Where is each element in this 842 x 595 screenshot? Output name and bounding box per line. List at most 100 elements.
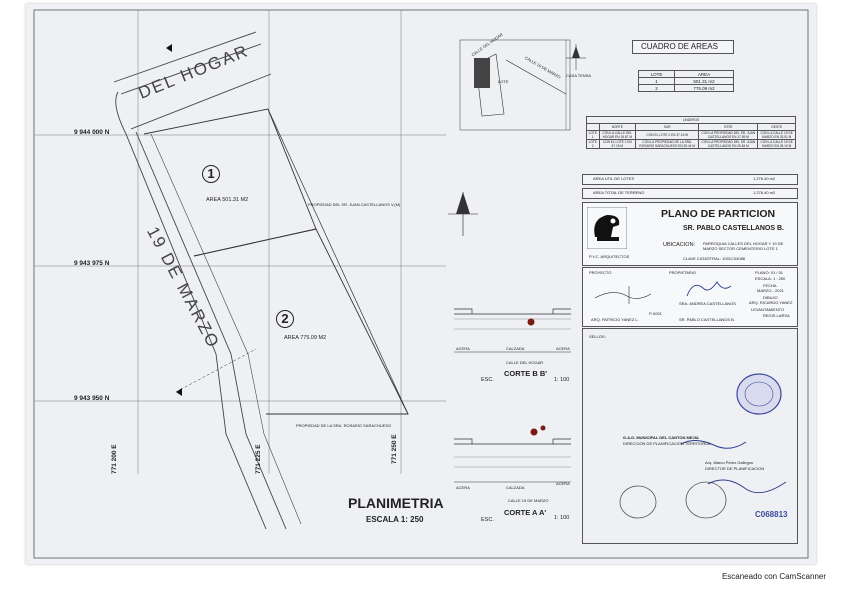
linderos-title-row: LINDEROS bbox=[586, 116, 796, 124]
table-row: 2 775.09 m2 bbox=[638, 84, 735, 92]
section-a-calzada: CALZADA bbox=[506, 485, 525, 490]
area-total-box: AREA TOTAL DE TERRENO 1.276.40 m2 bbox=[582, 188, 798, 199]
fecha-label: FECHA bbox=[763, 283, 777, 288]
linderos-header: ESTE bbox=[698, 123, 759, 131]
firm-owner-2: SR. PABLO CASTELLANOS B. bbox=[679, 317, 735, 322]
owner-signature bbox=[686, 281, 732, 297]
area-total-label: AREA TOTAL DE TERRENO bbox=[593, 190, 645, 195]
section-b-title: CORTE B B' bbox=[504, 369, 548, 378]
areas-header-area: AREA bbox=[673, 70, 735, 78]
fecha-value: MARZO - 2021 bbox=[757, 288, 784, 293]
section-a-street: CALLE 19 DE MARZO bbox=[508, 498, 549, 503]
coord-north-3: 9 943 950 N bbox=[74, 395, 110, 402]
logo-caption: P.Y.C. ARQUITECTOS bbox=[589, 254, 630, 259]
linderos-table: LINDEROS NORTE SUR ESTE OESTE LOTE 1 CON… bbox=[586, 116, 796, 149]
linderos-cell: CON LA CALLE 19 DE MARZO EN 33.51 M bbox=[757, 130, 796, 140]
coord-north-2: 9 943 975 N bbox=[74, 260, 110, 267]
lot-1-number: 1 bbox=[202, 165, 220, 183]
section-b-street: CALLE DEL HOGAR bbox=[506, 360, 544, 365]
proyecto-label: PROYECTO bbox=[589, 270, 612, 275]
dibujo-value: ARQ. RICARDO YANEZ bbox=[749, 300, 793, 305]
planimetria-drawing bbox=[33, 9, 809, 559]
linderos-header: NORTE bbox=[598, 123, 637, 131]
approval-entity: G.A.D. MUNICIPAL DEL CANTON MEJIA bbox=[623, 435, 699, 440]
section-a-title: CORTE A A' bbox=[504, 508, 547, 517]
linderos-cell: LOTE 1 bbox=[586, 130, 600, 140]
plan-owner: SR. PABLO CASTELLANOS B. bbox=[683, 225, 784, 232]
area-util-value: 1.276.40 m2 bbox=[753, 176, 776, 181]
areas-table-title-box: CUADRO DE AREAS bbox=[632, 40, 734, 54]
linderos-title: LINDEROS bbox=[586, 116, 796, 124]
neighbor-south: PROPIEDAD DE LA SRA. ROSARIO SARACHUESO bbox=[296, 423, 392, 428]
areas-header-row: LOTE AREA bbox=[638, 70, 735, 78]
levantamiento-value: REGIS LARSA bbox=[763, 313, 790, 318]
section-a-acera-left: ACERA bbox=[456, 485, 470, 490]
ubicacion-value: PARROQUIA CALLES DEL HOGAR Y 19 DE MARZO… bbox=[703, 241, 784, 251]
areas-cell: 1 bbox=[638, 77, 675, 85]
title-block: P.Y.C. ARQUITECTOS PLANO DE PARTICION SR… bbox=[582, 202, 798, 266]
section-b-acera-right: ACERA bbox=[556, 346, 570, 351]
lot-1-area: AREA 501.31 M2 bbox=[206, 197, 249, 203]
linderos-cell: CON EL LOTE 2 EN 37.15 M bbox=[635, 130, 700, 140]
ubicacion-label: UBICACION: bbox=[663, 242, 696, 248]
proyecto-signature bbox=[594, 286, 652, 304]
linderos-header: SUR bbox=[635, 123, 700, 131]
linderos-header-row: NORTE SUR ESTE OESTE bbox=[586, 123, 796, 131]
linderos-cell: CON LA PROPIEDAD DEL SR. JUAN CASTELLANO… bbox=[698, 130, 759, 140]
linderos-header bbox=[586, 123, 600, 131]
area-total-value: 1.276.40 m2 bbox=[753, 190, 776, 195]
areas-cell: 501.31 m2 bbox=[673, 77, 735, 85]
lot-2-area: AREA 775.09 M2 bbox=[284, 335, 327, 341]
lot-2-number: 2 bbox=[276, 310, 294, 328]
architect-logo bbox=[587, 207, 627, 249]
planimetria-title: PLANIMETRIA bbox=[348, 495, 444, 511]
coord-east-3: 771 250 E bbox=[391, 434, 398, 464]
section-b-scale: 1: 100 bbox=[554, 377, 570, 383]
linderos-cell: CON LA CALLE DEL HOGAR EN 18.87 M bbox=[598, 130, 637, 140]
table-row: LOTE 1 CON LA CALLE DEL HOGAR EN 18.87 M… bbox=[586, 130, 796, 140]
coord-east-2: 771 225 E bbox=[255, 444, 262, 474]
approval-serial: C068813 bbox=[755, 510, 788, 519]
linderos-cell: CON LA CALLE 19 DE MARZO EN 28.15 M bbox=[757, 139, 796, 149]
area-util-box: AREA UTIL DE LOTES 1.276.40 m2 bbox=[582, 174, 798, 185]
approval-dept: DIRECCION DE PLANIFICACION TERRITORIAL bbox=[623, 441, 712, 446]
scanner-footer: Escaneado con CamScanner bbox=[721, 572, 826, 581]
approvals-block: SELLOS: G.A.D. MUNICIPAL DEL CANTON MEJI… bbox=[582, 328, 798, 544]
section-a-esc: ESC. bbox=[481, 517, 494, 523]
areas-header-lote: LOTE bbox=[638, 70, 675, 78]
linderos-cell: CON EL LOTE 1 EN 37.15 M bbox=[598, 139, 637, 149]
propietario-label: PROPIETARIO bbox=[669, 270, 697, 275]
linderos-cell: CON LA PROPIEDAD DEL SR. JUAN CASTELLANO… bbox=[698, 139, 759, 149]
clave-catastral: CLAVE CATASTRAL: 1001C04088 bbox=[683, 256, 746, 261]
section-a-scale: 1: 100 bbox=[554, 515, 570, 521]
approver-role: DIRECTOR DE PLANIFICACION bbox=[705, 466, 765, 471]
section-b-calzada: CALZADA bbox=[506, 346, 525, 351]
plan-title: PLANO DE PARTICION bbox=[661, 208, 776, 220]
sketch-casa: CASA TENSA bbox=[566, 73, 592, 78]
arch-name: ARQ. PATRICIO YANEZ L. bbox=[591, 317, 639, 322]
scanned-plan-sheet: DEL HOGAR 19 DE MARZO 1 AREA 501.31 M2 2… bbox=[26, 4, 816, 564]
escala-label: ESCALA: 1 : 250 bbox=[755, 276, 786, 281]
areas-table: LOTE AREA 1 501.31 m2 2 775.09 m2 bbox=[638, 70, 735, 92]
area-util-label: AREA UTIL DE LOTES bbox=[593, 176, 635, 181]
approvals-header: SELLOS: bbox=[589, 334, 606, 339]
section-a-acera-right: ACERA bbox=[556, 481, 570, 486]
section-b-esc: ESC. bbox=[481, 377, 494, 383]
coord-north-1: 9 944 000 N bbox=[74, 129, 110, 136]
neighbor-north: PROPIEDAD DEL SR. JUAN CASTELLANOS V.(M) bbox=[308, 202, 401, 207]
section-b-acera-left: ACERA bbox=[456, 346, 470, 351]
linderos-cell: CON LA PROPIEDAD DE LA SRA. ROSARIO SARA… bbox=[635, 139, 700, 149]
linderos-header: OESTE bbox=[757, 123, 796, 131]
project-block: PROYECTO PROPIETARIO SRA. ANDREA CASTELL… bbox=[582, 267, 798, 327]
sketch-lote: LOTE bbox=[498, 79, 509, 84]
table-row: 1 501.31 m2 bbox=[638, 77, 735, 85]
areas-cell: 775.09 m2 bbox=[673, 84, 735, 92]
areas-table-title: CUADRO DE AREAS bbox=[641, 42, 718, 51]
planimetria-scale: ESCALA 1: 250 bbox=[366, 515, 424, 524]
linderos-cell: LOTE 2 bbox=[586, 139, 600, 149]
areas-cell: 2 bbox=[638, 84, 675, 92]
dibujo-label: DIBUJO bbox=[763, 295, 778, 300]
coord-east-1: 771 200 E bbox=[111, 444, 118, 474]
reg-number: P-0001 bbox=[649, 311, 662, 316]
plano-number: PLANO: 01 / 01 bbox=[755, 270, 784, 275]
